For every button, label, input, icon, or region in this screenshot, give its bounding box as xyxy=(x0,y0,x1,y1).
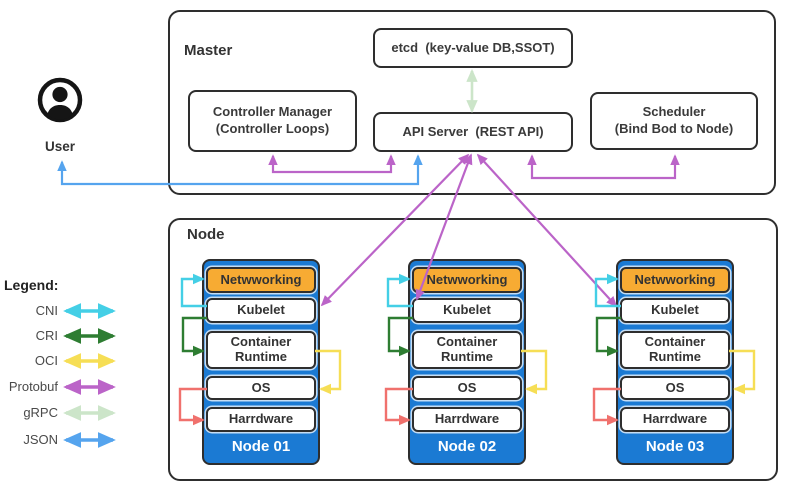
hardware-layer: Harrdware xyxy=(206,407,316,432)
networking-layer: Netwworking xyxy=(206,267,316,293)
legend-label-oci: OCI xyxy=(34,353,58,368)
scheduler-box: Scheduler (Bind Bod to Node) xyxy=(590,92,758,150)
node-section-label: Node xyxy=(187,226,225,243)
kubelet-layer: Kubelet xyxy=(620,298,730,323)
os-layer: OS xyxy=(412,376,522,400)
scheduler-title: Scheduler xyxy=(642,104,706,120)
api-server-box: API Server (REST API) xyxy=(373,112,573,152)
legend-label-cni: CNI xyxy=(35,303,58,318)
node-card-03: Netwworking Kubelet Container Runtime OS… xyxy=(616,259,734,465)
networking-layer: Netwworking xyxy=(412,267,522,293)
node-name: Node 02 xyxy=(437,438,497,455)
user-icon xyxy=(37,77,83,123)
controller-manager-box: Controller Manager (Controller Loops) xyxy=(188,90,357,152)
hardware-layer: Harrdware xyxy=(412,407,522,432)
controller-manager-subtitle: (Controller Loops) xyxy=(215,121,330,136)
legend-title: Legend: xyxy=(4,277,59,293)
node-name: Node 03 xyxy=(645,438,705,455)
container-runtime-layer: Container Runtime xyxy=(206,331,316,369)
kubelet-layer: Kubelet xyxy=(412,298,522,323)
node-card-01: Netwworking Kubelet Container Runtime OS… xyxy=(202,259,320,465)
hardware-layer: Harrdware xyxy=(620,407,730,432)
master-section-label: Master xyxy=(184,42,233,59)
container-runtime-layer: Container Runtime xyxy=(620,331,730,369)
os-layer: OS xyxy=(620,376,730,400)
legend-label-protobuf: Protobuf xyxy=(8,379,58,394)
user-label: User xyxy=(44,139,76,154)
networking-layer: Netwworking xyxy=(620,267,730,293)
etcd-box: etcd (key-value DB,SSOT) xyxy=(373,28,573,68)
node-section-box xyxy=(168,218,778,481)
kubelet-layer: Kubelet xyxy=(206,298,316,323)
node-card-02: Netwworking Kubelet Container Runtime OS… xyxy=(408,259,526,465)
legend-label-cri: CRI xyxy=(35,328,58,343)
os-layer: OS xyxy=(206,376,316,400)
legend-label-json: JSON xyxy=(23,432,58,447)
node-name: Node 01 xyxy=(231,438,291,455)
controller-manager-title: Controller Manager xyxy=(212,104,333,120)
container-runtime-layer: Container Runtime xyxy=(412,331,522,369)
legend-label-grpc: gRPC xyxy=(23,405,58,420)
scheduler-subtitle: (Bind Bod to Node) xyxy=(614,121,734,136)
